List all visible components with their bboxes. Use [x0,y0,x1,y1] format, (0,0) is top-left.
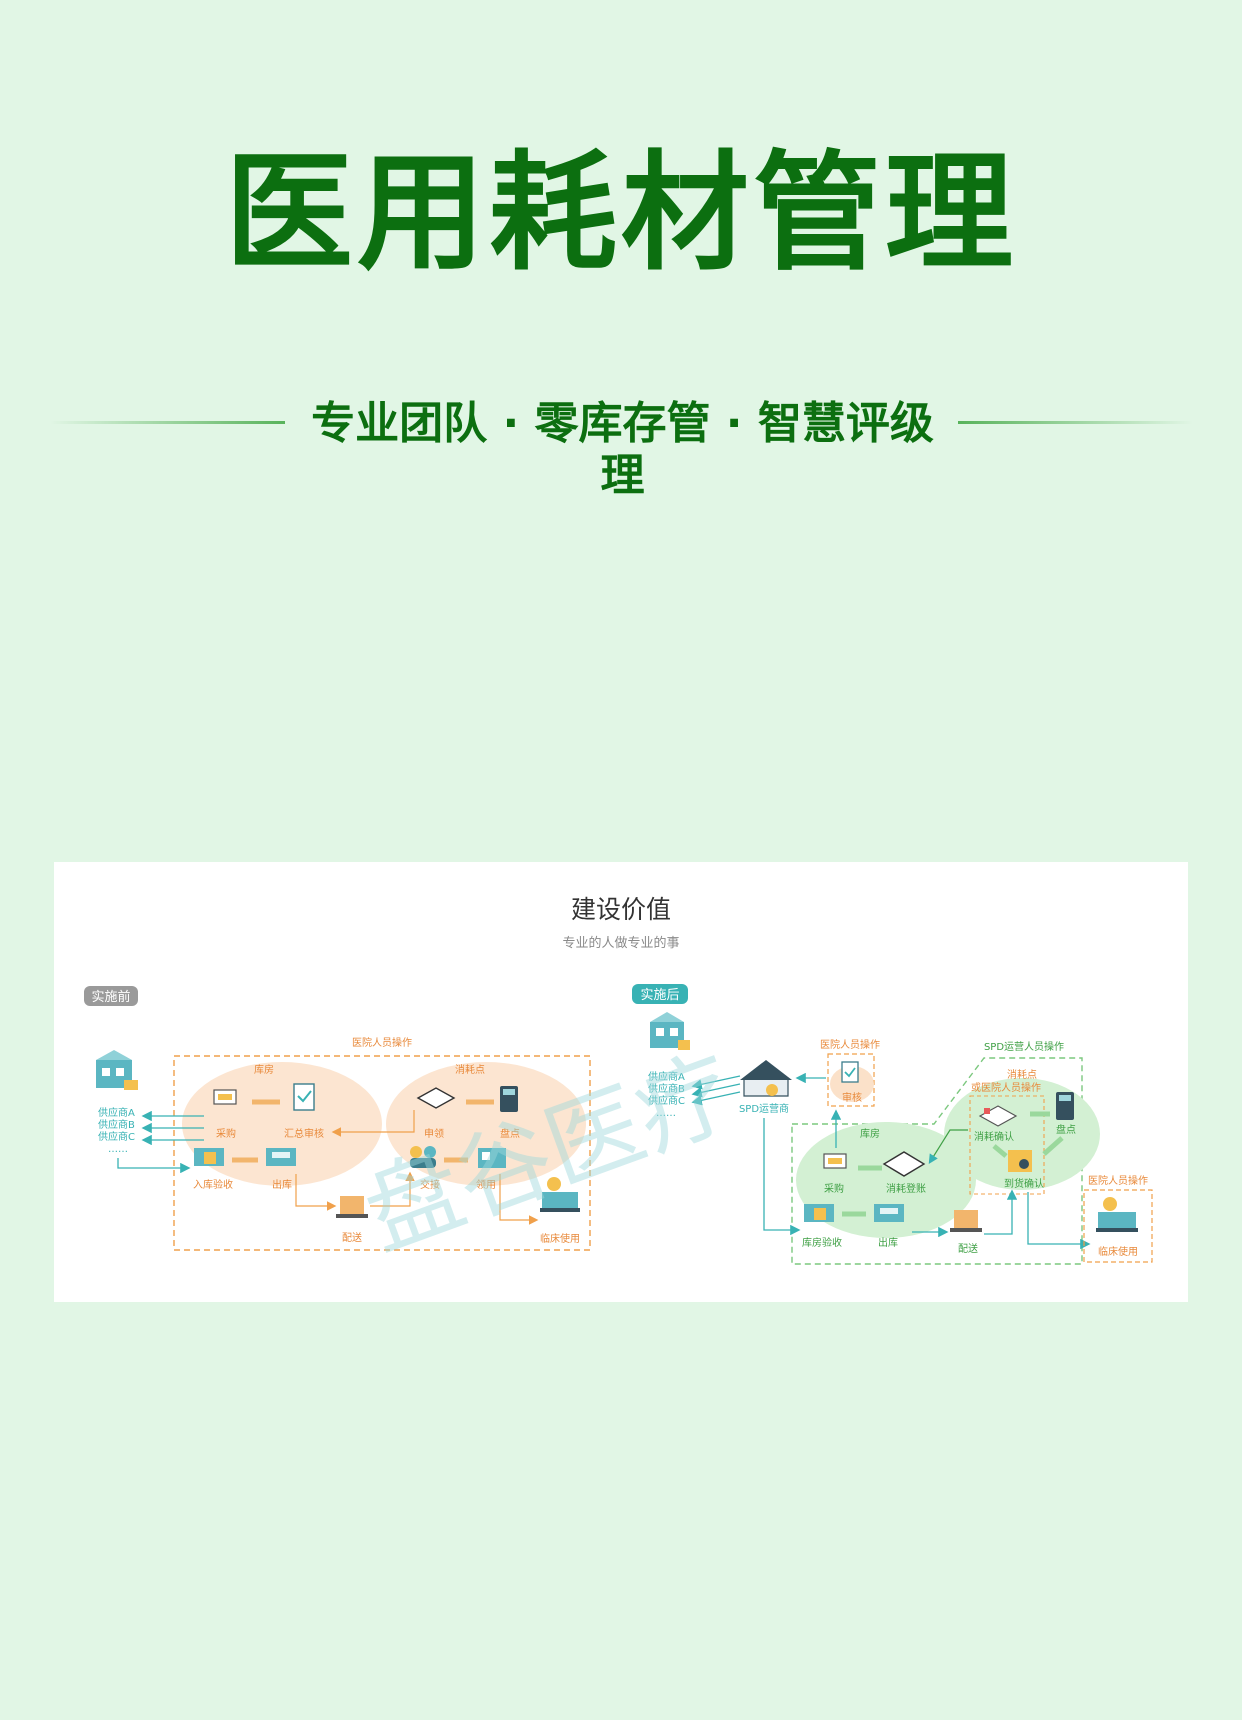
arrow-apply-to-review [331,1110,415,1137]
apply-icon [416,1087,456,1109]
after-spd: SPD运营商 [739,1102,789,1115]
before-badge: 实施前 [91,989,130,1005]
subtitle-row: 专业团队 · 零库存管 · 智慧评级理 [0,398,1242,508]
after-outbound: 出库 [878,1236,898,1249]
after-clinical-frame [1083,1189,1153,1263]
page-title: 医用耗材管理 [224,139,1017,288]
before-consume-label: 消耗点 [455,1063,485,1076]
outbound-icon [266,1148,296,1166]
before-supplier-more: …… [108,1144,128,1155]
arrow-inventory-to-arrival [1042,1136,1064,1156]
review-icon [293,1083,315,1111]
review-icon [841,1061,859,1083]
hospital-bed-icon [540,1177,580,1212]
after-supplier-a: 供应商A [648,1070,685,1083]
before-delivery: 配送 [342,1231,362,1244]
after-consume-label: 消耗点 [1007,1068,1037,1081]
outbound-icon [874,1204,904,1222]
before-receive: 领用 [476,1178,496,1191]
before-frame [173,1055,591,1251]
arrow-receive-to-clinical [499,1174,539,1225]
before-warehouse-label: 库房 [254,1063,274,1076]
arrow-spd-to-supplier-c [691,1091,741,1106]
after-purchase: 采购 [824,1182,844,1195]
right-divider [958,421,1193,424]
purchase-icon [823,1153,847,1169]
after-consume-blob [944,1078,1100,1190]
after-clinical: 临床使用 [1098,1245,1138,1258]
arrow-outbound-to-delivery [295,1174,337,1211]
before-inventory: 盘点 [500,1127,520,1140]
after-consume-frame [969,1095,1045,1195]
calculator-icon [500,1086,518,1112]
ledger-icon [882,1151,926,1177]
hospital-bed-icon [1096,1197,1138,1232]
calculator-icon [1056,1092,1074,1120]
before-apply: 申领 [424,1127,444,1140]
after-review-frame [827,1053,875,1107]
left-divider [50,421,285,424]
page-subtitle: 专业团队 · 零库存管 · 智慧评级理 [311,398,934,501]
before-badge-bg [84,986,138,1006]
arrow-spd-to-supplier-a [691,1075,741,1090]
after-warehouse-blob [796,1122,976,1238]
arrow-arrival-to-clinical [1027,1192,1091,1250]
arrow-confirm-to-register [928,1129,968,1165]
after-review-blob [830,1066,874,1102]
inbound-icon [804,1204,834,1222]
before-review: 汇总审核 [284,1127,324,1140]
before-inbound: 入库验收 [193,1178,233,1191]
arrow-supplier-to-inbound [117,1158,191,1174]
spd-house-icon [740,1060,792,1097]
consume-confirm-icon [978,1105,1018,1127]
after-spd-op: SPD运营人员操作 [984,1040,1064,1053]
receive-icon [478,1148,506,1168]
after-badge-bg [632,984,688,1004]
arrow-delivery-to-arrival [984,1189,1018,1235]
after-supplier-more: …… [656,1108,676,1119]
after-supplier-b: 供应商B [648,1082,685,1095]
purchase-icon [213,1089,237,1105]
panel-subtitle: 专业的人做专业的事 [562,936,680,951]
package-icon [1008,1150,1032,1172]
arrow-spd-to-supplier-b [691,1083,741,1098]
after-consume-register: 消耗登账 [886,1182,926,1195]
arrow-spd-to-inbound [763,1118,801,1236]
building-icon [650,1012,690,1050]
after-section: 实施后 供应商A 供应商B 供应商C …… SPD运营商 医院人员 [632,984,1153,1265]
after-warehouse-label: 库房 [860,1127,880,1140]
after-spd-frame [791,1057,1083,1265]
before-group-label: 医院人员操作 [352,1036,412,1049]
before-handover: 交接 [420,1178,440,1191]
after-review: 审核 [842,1091,862,1104]
arrow-delivery-to-handover [370,1171,415,1207]
before-supplier-c: 供应商C [98,1130,135,1143]
before-outbound: 出库 [272,1178,292,1191]
workflow-diagram: 实施前 供应商A 供应商B 供应商C …… 医院人员操作 库房 消耗点 [84,984,1153,1271]
delivery-icon [950,1210,982,1232]
after-hospital-op2: 医院人员操作 [1088,1174,1148,1187]
after-or-hospital: 或医院人员操作 [971,1081,1041,1094]
inbound-icon [194,1148,224,1166]
after-inbound: 库房验收 [802,1236,842,1249]
before-clinical: 临床使用 [540,1232,580,1245]
arrow-confirm-to-arrival [992,1144,1008,1158]
delivery-icon [336,1196,368,1218]
after-inventory: 盘点 [1056,1123,1076,1136]
after-badge: 实施后 [640,988,679,1003]
after-arrival-confirm: 到货确认 [1004,1177,1044,1190]
panel-title: 建设价值 [570,895,671,924]
before-supplier-a: 供应商A [98,1106,135,1119]
after-hospital-op: 医院人员操作 [820,1038,880,1051]
building-icon [96,1050,138,1090]
after-supplier-c: 供应商C [648,1094,685,1107]
handover-icon [410,1146,436,1168]
diagram-panel: 建设价值 专业的人做专业的事 实施前 供应商A 供应商B [54,862,1188,1302]
before-supplier-b: 供应商B [98,1118,135,1131]
before-section: 实施前 供应商A 供应商B 供应商C …… 医院人员操作 库房 消耗点 [84,986,591,1251]
after-consume-confirm: 消耗确认 [974,1130,1014,1143]
after-delivery: 配送 [958,1242,978,1255]
before-purchase: 采购 [216,1127,236,1140]
